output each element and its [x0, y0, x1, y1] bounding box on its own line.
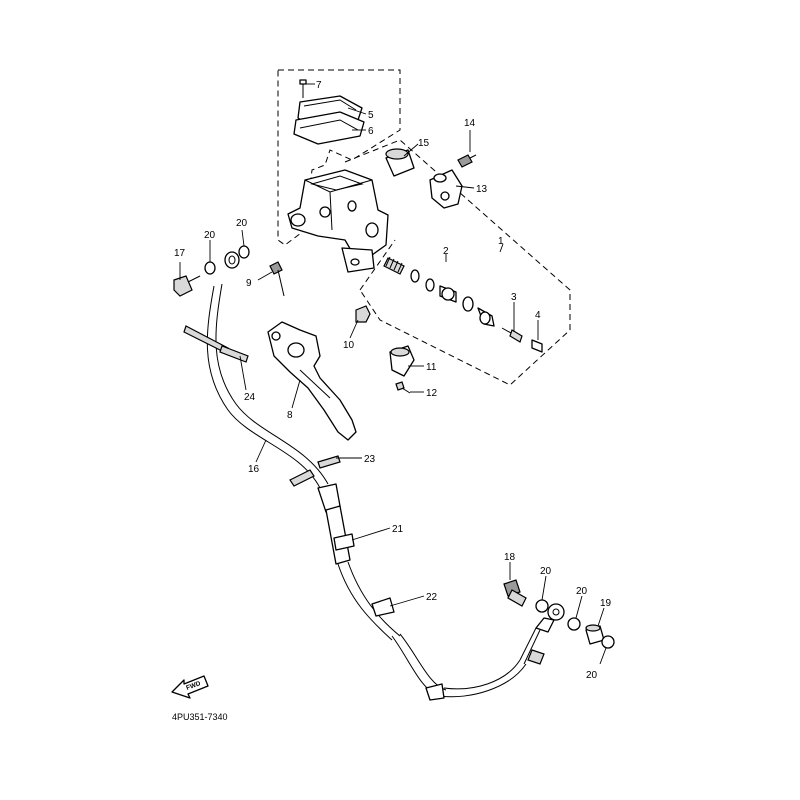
- union-bolt-upper: [173, 275, 201, 297]
- clamp-bolt: [457, 154, 477, 168]
- reservoir-group-outline: [277, 69, 401, 246]
- callout-labels: 7 5 6 15 14 13 1 2 3 4 9 10 11 12 8 24 1…: [174, 80, 612, 681]
- hose-joint: [585, 624, 605, 645]
- callout-6: 6: [368, 126, 374, 137]
- reservoir-diaphragm: [293, 111, 365, 145]
- gasket-upper-outer: [204, 261, 216, 275]
- switch-screw: [395, 381, 411, 394]
- callout-9: 9: [246, 278, 252, 289]
- push-rod-nut: [531, 339, 543, 353]
- cap-screw: [299, 79, 307, 98]
- master-cylinder-kit-outline: [344, 139, 571, 386]
- callout-11: 11: [426, 362, 437, 373]
- leader-lines: [179, 83, 607, 665]
- lever-pivot-bolt: [269, 261, 285, 297]
- lever-holder-clamp: [429, 169, 463, 209]
- callout-20-upper-outer: 20: [204, 230, 216, 241]
- callout-20-lower-c: 20: [586, 670, 598, 681]
- callout-20-lower-b: 20: [576, 586, 588, 597]
- hose-banjo-lower: [547, 603, 565, 621]
- piston-seal: [425, 278, 435, 292]
- hose-banjo-fitting: [224, 251, 240, 269]
- callout-12: 12: [426, 388, 438, 399]
- brake-lever: [267, 321, 357, 441]
- callout-3: 3: [511, 292, 517, 303]
- callout-13: 13: [476, 184, 488, 195]
- brake-hose: [206, 283, 555, 701]
- hose-guide-upper: [183, 325, 249, 363]
- callout-1: 1: [498, 236, 504, 247]
- piston-washer: [462, 296, 474, 312]
- brake-light-switch: [389, 345, 415, 377]
- callout-14: 14: [464, 118, 476, 129]
- fwd-arrow-icon: FWD: [171, 675, 209, 699]
- fwd-label: FWD: [185, 680, 202, 692]
- gasket-upper-inner: [238, 245, 250, 259]
- push-rod: [501, 327, 523, 343]
- callout-22: 22: [426, 592, 438, 603]
- hose-guide-middle: [333, 533, 355, 551]
- callout-10: 10: [343, 340, 355, 351]
- callout-16: 16: [248, 464, 260, 475]
- master-cylinder-body: [287, 169, 389, 273]
- hose-guide-lower: [371, 597, 395, 617]
- lever-nut: [355, 305, 371, 323]
- callout-18: 18: [504, 552, 516, 563]
- callout-23: 23: [364, 454, 376, 465]
- union-bolt-lower: [503, 579, 527, 607]
- callout-5: 5: [368, 110, 374, 121]
- callout-2: 2: [443, 246, 449, 257]
- gasket-lower-b: [567, 617, 581, 631]
- callout-7: 7: [316, 80, 322, 91]
- callout-15: 15: [418, 138, 430, 149]
- piston-boot: [477, 307, 495, 327]
- callout-20-upper-inner: 20: [236, 218, 248, 229]
- piston-spring: [383, 256, 405, 275]
- piston: [439, 285, 457, 303]
- callout-8: 8: [287, 410, 293, 421]
- clamp-bushing: [385, 148, 415, 177]
- piston-cup: [410, 269, 420, 283]
- callout-24: 24: [244, 392, 256, 403]
- diagram-code: 4PU351-7340: [172, 712, 228, 722]
- callout-21: 21: [392, 524, 404, 535]
- callout-20-lower-a: 20: [540, 566, 552, 577]
- callout-4: 4: [535, 310, 541, 321]
- callout-17: 17: [174, 248, 186, 259]
- gasket-lower-a: [535, 599, 549, 613]
- hose-clamp: [289, 455, 341, 487]
- callout-19: 19: [600, 598, 612, 609]
- gasket-lower-c: [601, 635, 615, 649]
